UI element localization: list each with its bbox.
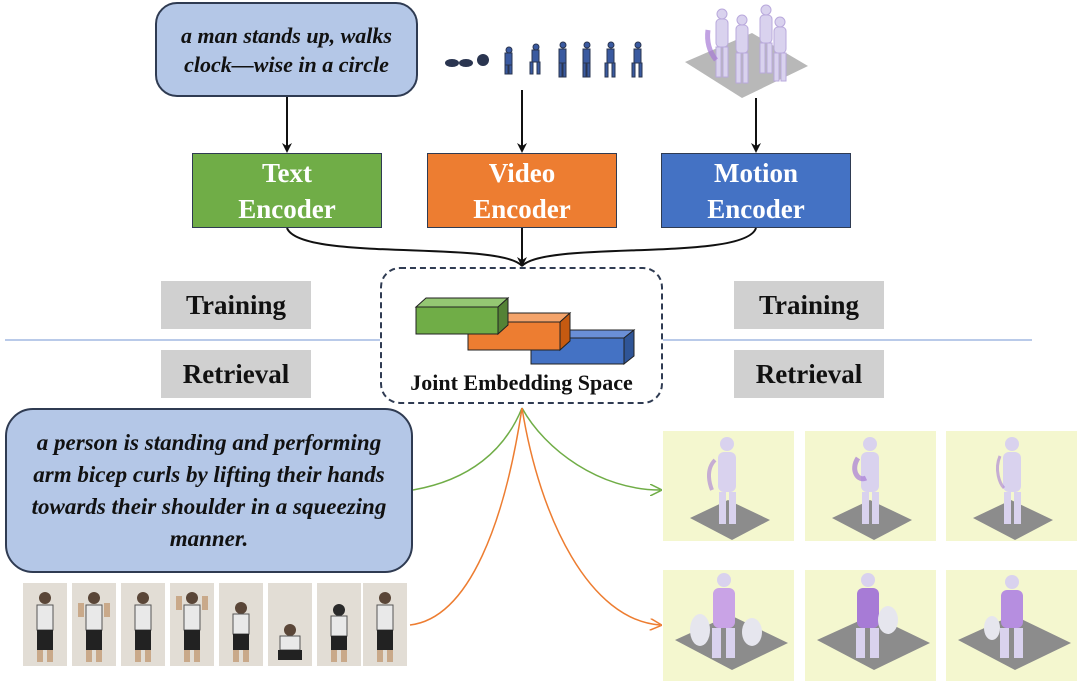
retrieval-arrow-text-in [412,407,523,491]
top-motion-caption: a man stands up, walks clock—wise in a c… [155,2,418,97]
video-frame-icon [268,583,312,666]
retrieved-motions-text [663,431,1077,541]
text-encoder-box: Text Encoder [192,153,382,228]
video-frame-icon [72,583,116,666]
retrieved-motion-tile [663,570,794,681]
embedding-block-text [414,296,510,336]
video-frames [23,583,407,666]
video-frame-icon [363,583,407,666]
embedding-blocks [414,296,636,366]
retrieved-motion-tile [663,431,794,541]
motion-encoder-line2: Encoder [707,193,805,224]
retrieval-arrow-text-out [521,407,660,490]
motion-encoder-line1: Motion [714,157,798,188]
motion-capture-figure-top [685,4,808,98]
training-label-right: Training [734,281,884,329]
retrieved-motion-tile [805,431,936,541]
human-pose-sequence-icon [445,41,643,78]
joint-embedding-space-box [380,267,663,404]
retrieved-motion-tile [946,431,1077,541]
joint-embedding-space-label: Joint Embedding Space [410,370,633,395]
retrieved-motion-tile [946,570,1077,681]
video-frame-icon [317,583,361,666]
retrieved-motion-tile [805,570,936,681]
text-encoder-line1: Text [261,157,312,188]
query-text-caption: a person is standing and performing arm … [5,408,413,573]
retrieval-arrow-video-in [409,407,523,626]
retrieval-label-right: Retrieval [734,350,884,398]
video-frame-icon [219,583,263,666]
retrieved-motions-video [663,570,1077,681]
text-encoder-line2: Encoder [238,193,336,224]
video-frame-icon [23,583,67,666]
video-encoder-box: Video Encoder [427,153,617,228]
retrieval-label-left: Retrieval [161,350,311,398]
video-frame-icon [121,583,165,666]
video-frame-icon [170,583,214,666]
video-encoder-line2: Encoder [473,193,571,224]
training-label-left: Training [161,281,311,329]
arrow-text-encoder-to-joint [286,227,523,267]
retrieval-arrow-video-out [521,407,660,625]
video-encoder-line1: Video [488,157,556,188]
arrow-motion-encoder-to-joint [521,227,757,267]
motion-encoder-box: Motion Encoder [661,153,851,228]
